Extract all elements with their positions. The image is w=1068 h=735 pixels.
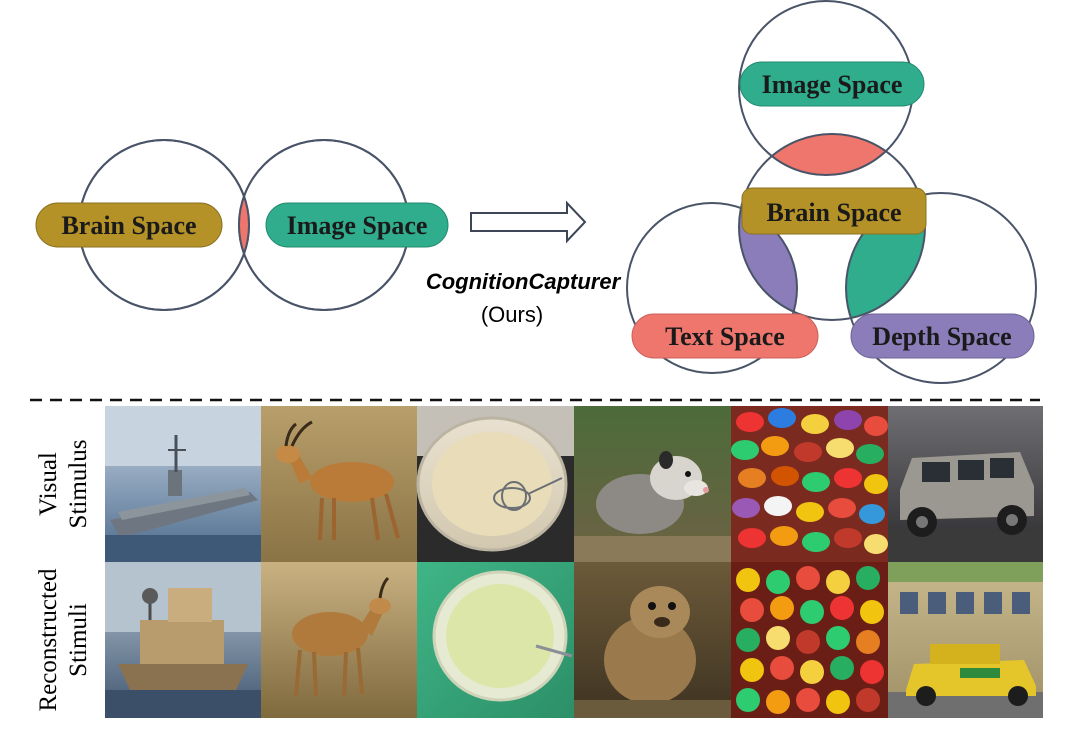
right-depth-space-label: Depth Space [872, 322, 1011, 351]
right-text-space-pill: Text Space [631, 313, 819, 359]
brain-text-overlap [739, 203, 797, 320]
right-venn-diagram: Image Space Brain Space Text Space Depth… [626, 0, 1037, 384]
stimulus-image-jelly-beans [731, 406, 888, 562]
left-image-space-pill: Image Space [265, 202, 449, 248]
visual-label-line2: Stimulus [65, 440, 92, 529]
right-depth-space-pill: Depth Space [850, 313, 1035, 359]
left-image-space-label: Image Space [287, 211, 428, 240]
right-brain-space-label: Brain Space [766, 198, 901, 227]
right-image-space-pill: Image Space [739, 61, 925, 107]
stimulus-image-aircraft-carrier [105, 406, 261, 562]
reconstructed-stimuli-label: Reconstructed Stimuli [35, 568, 92, 712]
method-suffix: (Ours) [481, 302, 543, 327]
reconstructed-image-animal [574, 562, 731, 718]
right-text-space-label: Text Space [665, 322, 785, 351]
brain-depth-overlap [846, 193, 925, 320]
stimulus-image-opossum [574, 406, 731, 562]
transition-arrow-icon [470, 200, 587, 244]
stimulus-image-batter-bowl [416, 406, 574, 562]
left-brain-space-label: Brain Space [61, 211, 196, 240]
left-brain-space-pill: Brain Space [35, 202, 223, 248]
left-venn-diagram: Brain Space Image Space [35, 139, 449, 311]
stimulus-image-antelope [261, 406, 417, 562]
reconstructed-image-ship [105, 562, 261, 718]
right-brain-space-pill: Brain Space [741, 187, 927, 235]
visual-label-line1: Visual [35, 452, 62, 516]
reconstructed-image-soup [417, 562, 574, 718]
right-text-circle [626, 202, 798, 374]
right-image-space-label: Image Space [762, 70, 903, 99]
reconstructed-image-candies [731, 562, 888, 718]
right-depth-circle [845, 192, 1037, 384]
recon-label-line1: Reconstructed [35, 568, 62, 712]
reconstructed-image-antelope [261, 562, 417, 718]
stimulus-image-jeep [888, 406, 1043, 562]
method-name: CognitionCapturer [426, 269, 622, 294]
reconstructed-image-vehicle [888, 562, 1043, 718]
recon-label-line2: Stimuli [65, 603, 92, 677]
visual-stimulus-label: Visual Stimulus [35, 440, 92, 529]
